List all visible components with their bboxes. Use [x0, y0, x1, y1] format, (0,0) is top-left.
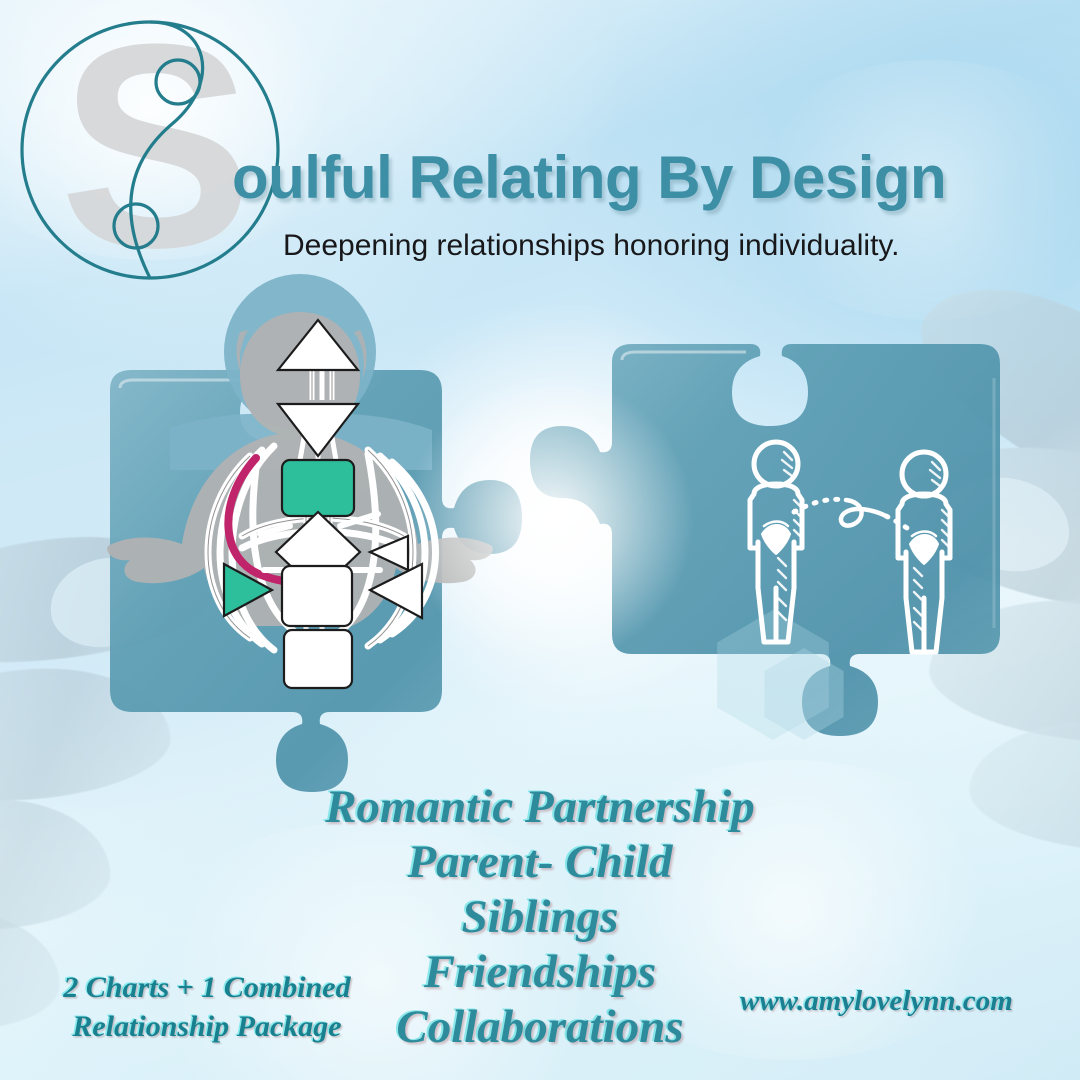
svg-text:S: S — [59, 14, 252, 299]
center-spleen — [222, 562, 275, 618]
center-throat — [280, 458, 356, 518]
package-line-2: Relationship Package — [72, 1010, 342, 1043]
two-people-connected-icon — [747, 439, 953, 655]
center-ajna — [275, 402, 361, 458]
left-puzzle-piece[interactable] — [80, 274, 580, 800]
tagline: Deepening relationships honoring individ… — [283, 229, 900, 262]
package-line-1: 2 Charts + 1 Combined — [63, 971, 351, 1004]
right-puzzle-piece[interactable] — [530, 338, 1018, 768]
yinyang-s-logo-icon: S — [20, 14, 280, 299]
package-offer: 2 Charts + 1 Combined Relationship Packa… — [42, 968, 372, 1046]
center-root — [282, 628, 354, 690]
page-title: oulful Relating By Design — [232, 144, 947, 211]
human-design-bodygraph — [204, 318, 439, 690]
center-sacral — [280, 564, 354, 628]
website-url[interactable]: www.amylovelynn.com — [740, 985, 1013, 1017]
center-head — [275, 318, 361, 372]
brand-logo[interactable]: S — [12, 14, 292, 299]
